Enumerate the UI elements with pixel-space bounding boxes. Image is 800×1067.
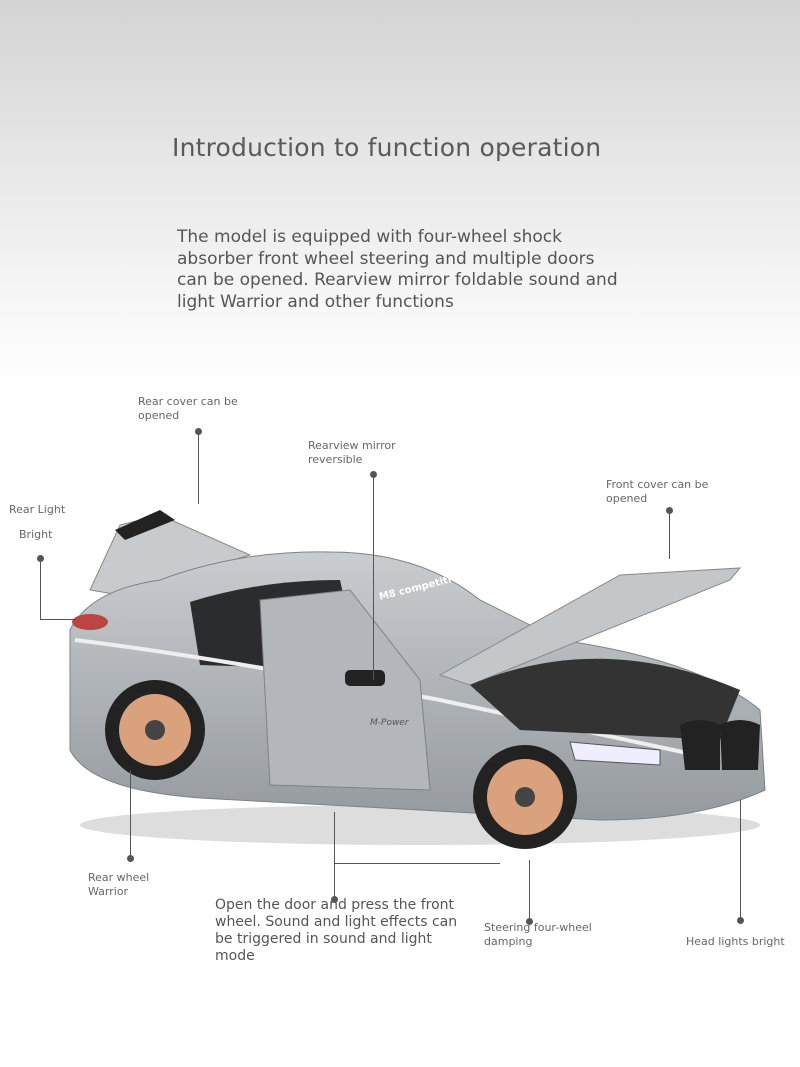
side-mirror [345, 670, 385, 686]
leader-line [130, 770, 131, 856]
leader-line [669, 511, 670, 559]
m-power-decal: M-Power [370, 718, 410, 728]
engine-bay [470, 658, 740, 740]
callout-rear-light: Rear Light [9, 503, 66, 516]
callout-dot [127, 855, 134, 862]
callout-dot [737, 917, 744, 924]
callout-door-sound: Open the door and press the front wheel.… [215, 897, 458, 964]
leader-line [40, 619, 76, 620]
callout-dot [370, 471, 377, 478]
leader-line [529, 860, 530, 920]
rear-light [72, 614, 108, 630]
leader-line [334, 863, 500, 864]
callout-dot [666, 507, 673, 514]
open-door [259, 589, 431, 791]
callout-steering: Steering four-wheel damping [484, 921, 592, 948]
rear-wheel [105, 680, 205, 780]
open-hood [438, 567, 742, 686]
callout-rearview-mirror: Rearview mirror reversible [308, 439, 396, 466]
callout-head-lights: Head lights bright [686, 935, 785, 948]
car-model-image: M-Power M8 competition [69, 510, 766, 849]
kidney-grille [680, 720, 720, 770]
callout-front-cover: Front cover can be opened [606, 478, 709, 505]
page-title: Introduction to function operation [172, 133, 602, 162]
leader-line [740, 800, 741, 918]
leader-line [198, 432, 199, 504]
callout-dot [526, 918, 533, 925]
headlight [569, 741, 661, 766]
leader-line [40, 559, 41, 619]
callout-dot [37, 555, 44, 562]
intro-text: The model is equipped with four-wheel sh… [177, 227, 618, 312]
callout-dot [331, 896, 338, 903]
leader-line [373, 475, 374, 680]
leader-line [334, 812, 335, 898]
callout-rear-wheel: Rear wheel Warrior [88, 871, 150, 898]
trunk-spoiler [115, 510, 175, 540]
front-wheel [473, 745, 577, 849]
callout-dot [195, 428, 202, 435]
callout-rear-light-2: Bright [19, 528, 53, 541]
callout-rear-cover: Rear cover can be opened [138, 395, 238, 422]
